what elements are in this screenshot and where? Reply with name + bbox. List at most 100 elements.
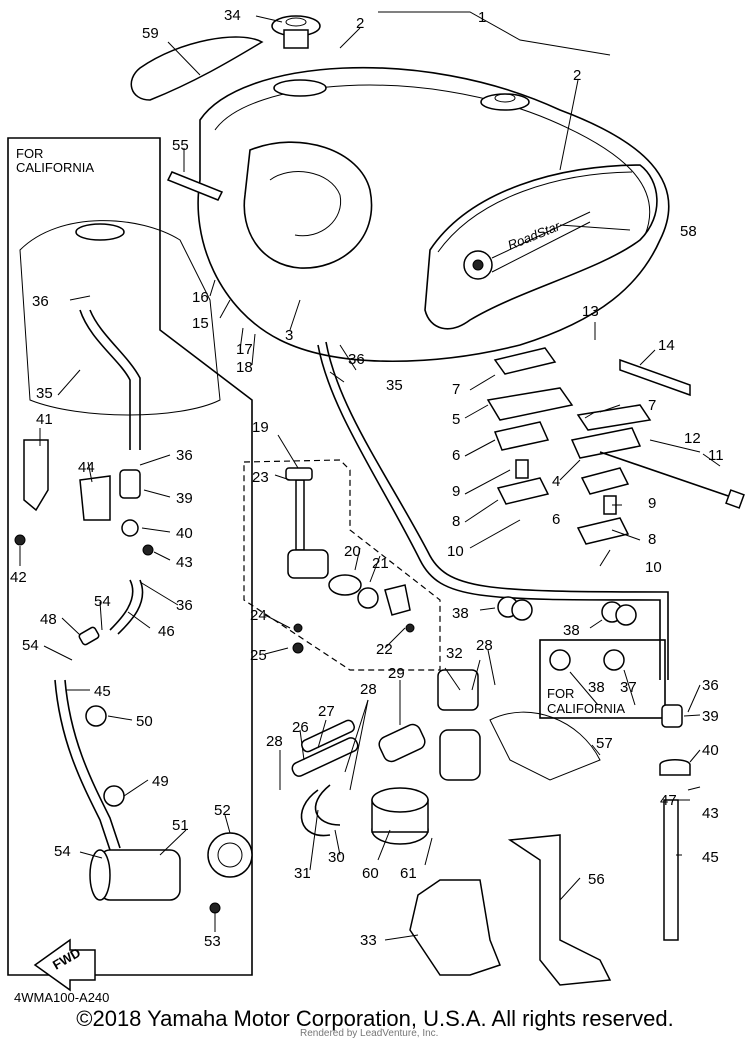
fuel-cap [271,15,321,49]
callout: 54 [54,843,71,860]
mount-bracket-stack [486,347,745,545]
callout: 9 [452,483,460,500]
joint-39-right [659,704,691,941]
tank-pad [130,36,264,101]
clip-38-b [601,601,637,626]
callout: 42 [10,569,27,586]
callout: 54 [22,637,39,654]
rendered-by-notice: Rendered by LeadVenture, Inc. [300,1028,439,1039]
breather-hose-55 [166,171,224,201]
callout: 14 [658,337,675,354]
callout: 11 [708,447,724,464]
pump-holder-32 [437,669,481,781]
callout: 46 [158,623,175,640]
california-inset-frame [7,137,253,976]
callout: 30 [328,849,345,866]
clip-38-c [549,649,571,671]
callout: 28 [360,681,377,698]
tank-badge-text: RoadStar [506,218,563,253]
callout: 3 [285,327,293,344]
callout: 28 [476,637,493,654]
callout: 20 [344,543,361,560]
california-inset-title-line2: CALIFORNIA [16,160,94,175]
clip-37 [603,649,625,671]
callout: 7 [648,397,656,414]
callout: 27 [318,703,335,720]
callout: 59 [142,25,159,42]
callout: 35 [386,377,403,394]
drawing-code: 4WMA100-A240 [14,990,110,1005]
callout: 17 [236,341,253,358]
callout: 52 [214,802,231,819]
callout: 44 [78,459,95,476]
callout: 8 [452,513,460,530]
callout: 15 [192,315,209,332]
callout: 61 [400,865,417,882]
callout: 19 [252,419,269,436]
callout: 36 [176,447,193,464]
callout: 58 [680,223,697,240]
callout: 29 [388,665,405,682]
fuel-cock-box [243,459,441,671]
callout: 48 [40,611,57,628]
callout: 24 [250,607,267,624]
fwd-arrow [33,938,96,992]
callout-numbers: 1 2 2 3 4 5 6 6 7 7 8 8 9 9 10 10 11 12 … [10,7,724,950]
callout: 13 [582,303,599,320]
callout: 28 [266,733,283,750]
bracket-56-upper [489,711,601,781]
california-inset-title-line1: FOR [16,146,43,161]
callout: 22 [376,641,393,658]
callout: 10 [645,559,662,576]
callout: 35 [36,385,53,402]
fuel-filter-29 [378,723,426,763]
callout: 26 [292,719,309,736]
callout: 54 [94,593,111,610]
callout: 33 [360,932,377,949]
callout: 23 [252,469,269,486]
callout: 1 [478,9,486,26]
california-box-label-line2: CALIFORNIA [547,701,625,716]
callout: 43 [702,805,719,822]
callout: 51 [172,817,189,834]
callout: 55 [172,137,189,154]
hose-35-main [317,344,661,680]
callout: 6 [552,511,560,528]
bracket-56 [507,834,612,986]
california-box [539,639,666,719]
callout: 60 [362,865,379,882]
callout: 38 [563,622,580,639]
callout: 32 [446,645,463,662]
callout: 57 [596,735,613,752]
callout: 4 [552,473,560,490]
leader-lines [19,11,721,941]
callout: 40 [702,742,719,759]
callout: 5 [452,411,460,428]
hose-set [291,719,359,837]
copyright-notice: ©2018 Yamaha Motor Corporation, U.S.A. A… [76,1006,674,1031]
callout: 7 [452,381,460,398]
callout: 36 [702,677,719,694]
fuel-pump-60 [371,787,429,845]
callout: 39 [176,490,193,507]
callout: 6 [452,447,460,464]
callout: 37 [620,679,637,696]
callout: 45 [94,683,111,700]
fuel-cock [285,467,415,654]
callout: 25 [250,647,267,664]
callout: 36 [176,597,193,614]
california-inset-parts: FWD [14,220,253,992]
callout: 21 [372,555,389,572]
callout: 36 [348,351,365,368]
callout: 8 [648,531,656,548]
callout: 43 [176,554,193,571]
clip-38-a [497,596,533,621]
callout: 2 [356,15,364,32]
callout: 40 [176,525,193,542]
callout: 53 [204,933,221,950]
callout: 50 [136,713,153,730]
callout: 38 [452,605,469,622]
cover-33 [409,879,501,976]
callout: 12 [684,430,701,447]
